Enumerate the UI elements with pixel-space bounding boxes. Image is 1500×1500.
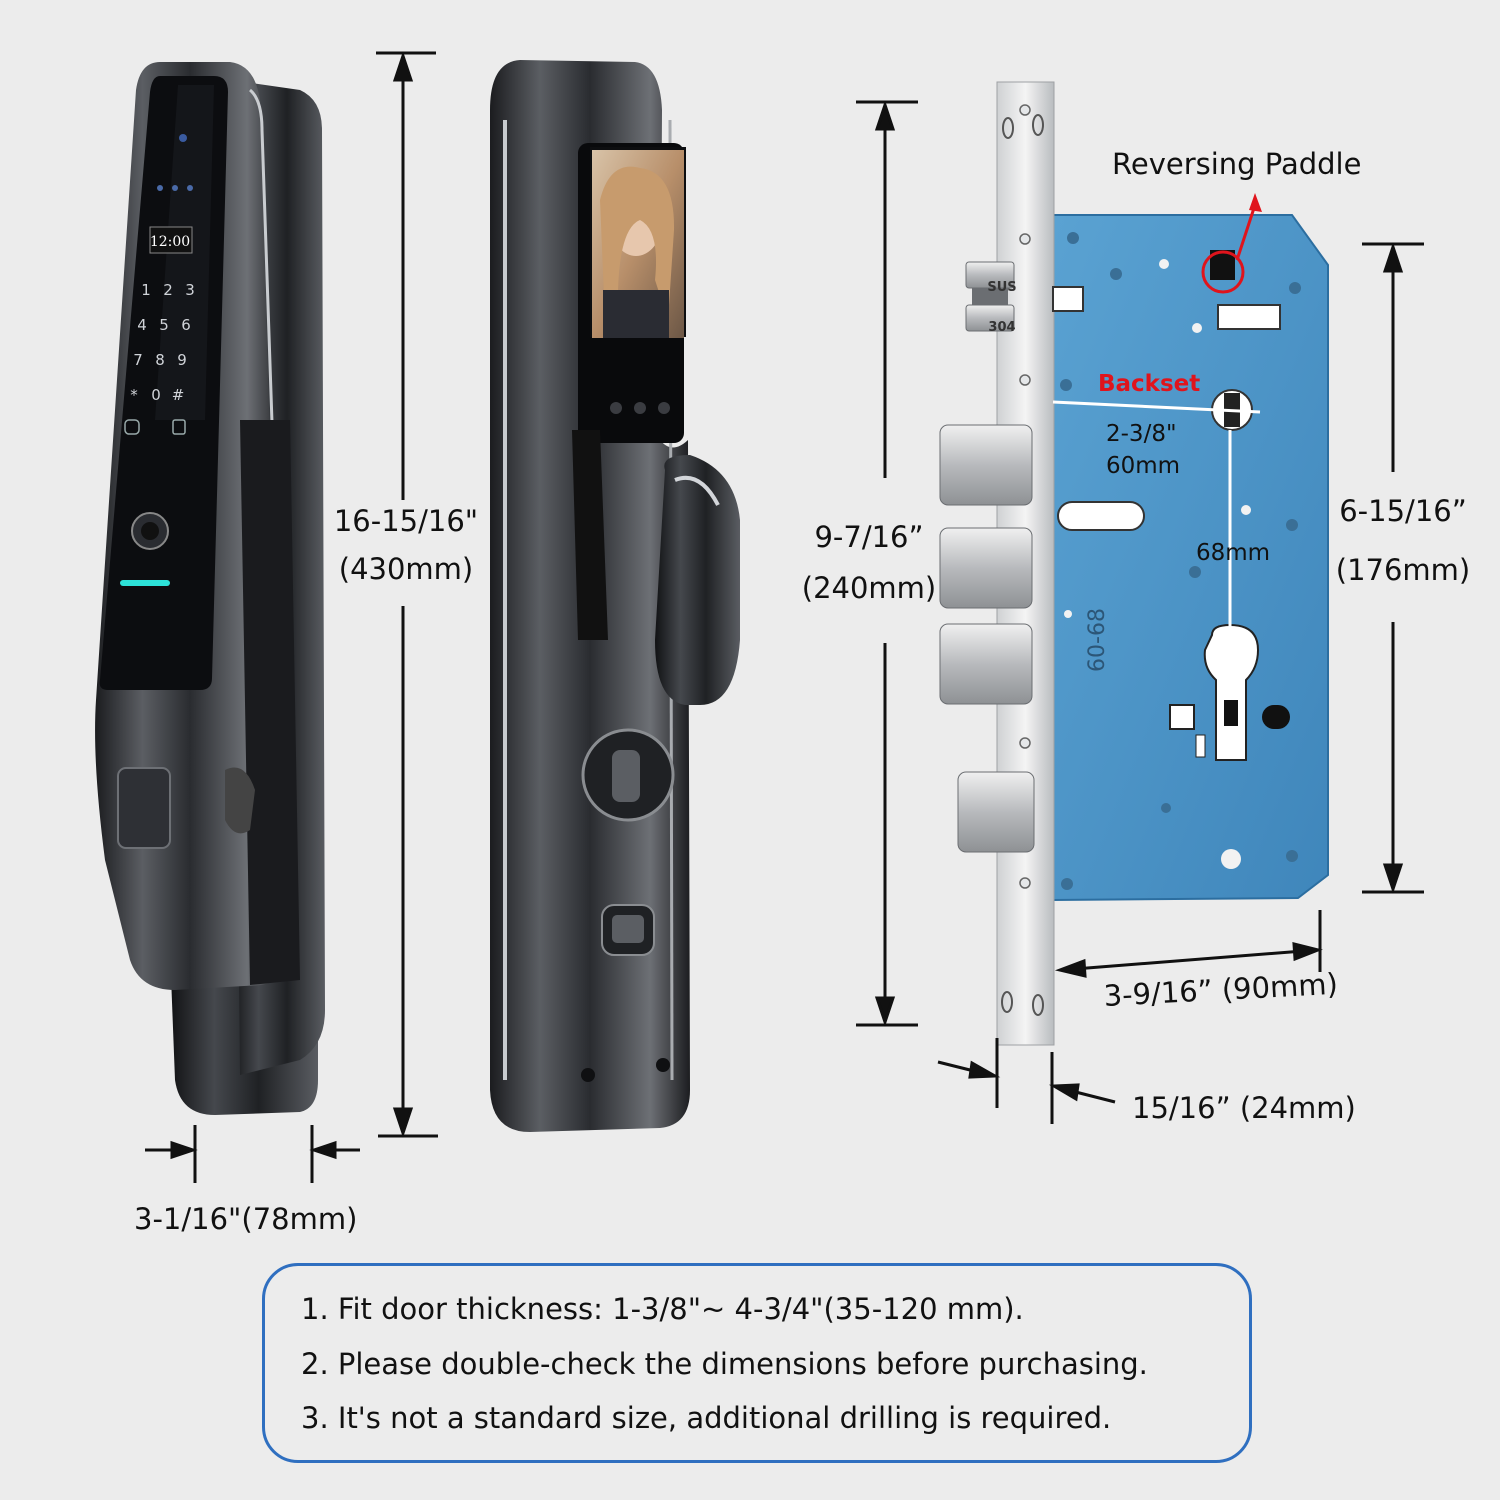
front-width-label: 3-1/16"(78mm) [134,1202,358,1236]
mortise-body: 60-68 [939,81,1329,1046]
faceplate-width-label: 15/16” (24mm) [1132,1091,1356,1125]
dimension-lines [145,51,1424,1183]
key-cover [117,767,171,849]
keypad-key: * [130,386,138,404]
mortise-height-in-label: 9-7/16” [814,520,924,554]
backset-label: Backset [1098,371,1201,397]
keypad-key: 4 [137,316,147,334]
mortise-case [1052,214,1329,902]
keypad-key: 2 [163,281,173,299]
back-lock-panel [490,60,740,1132]
case-height-in-label: 6-15/16” [1339,494,1467,528]
status-light-bar [120,580,170,586]
front-height-in-label: 16-15/16" [333,504,479,538]
center-distance-label: 68mm [1196,540,1271,566]
keypad-key: 7 [133,351,143,369]
thumb-knob [655,455,740,705]
clock-readout: 12:00 [150,234,190,250]
mortise-height-mm-label: (240mm) [801,571,937,605]
latch [965,261,1015,332]
note-1: 1. Fit door thickness: 1-3/8"~ 4-3/4"(35… [301,1292,1024,1326]
note-2: 2. Please double-check the dimensions be… [301,1347,1148,1381]
keypad-key: 8 [155,351,165,369]
keypad-key: 6 [181,316,191,334]
keypad-key: 3 [185,281,195,299]
keypad-key: 9 [177,351,187,369]
keypad-key: 1 [141,281,151,299]
backset-in-label: 2-3/8" [1106,421,1177,447]
deadbolts [939,424,1035,853]
cylinder-cutout [1203,623,1260,761]
model-stamp: 60-68 [1085,608,1110,672]
front-height-mm-label: (430mm) [338,552,474,586]
reversing-paddle-highlight [1201,250,1245,294]
keypad-key: 5 [159,316,169,334]
backset-mm-label: 60mm [1106,453,1181,479]
keypad-key: # [172,386,185,404]
reversing-paddle-label: Reversing Paddle [1112,147,1362,181]
case-height-mm-label: (176mm) [1335,553,1471,587]
note-3: 3. It's not a standard size, additional … [301,1401,1112,1435]
lock-icon [172,419,186,435]
bell-icon [124,419,140,435]
keypad-key: 0 [151,386,161,404]
notes-box: 1. Fit door thickness: 1-3/8"~ 4-3/4"(35… [262,1263,1252,1463]
steel-mark: SUS 304 [987,280,1017,335]
